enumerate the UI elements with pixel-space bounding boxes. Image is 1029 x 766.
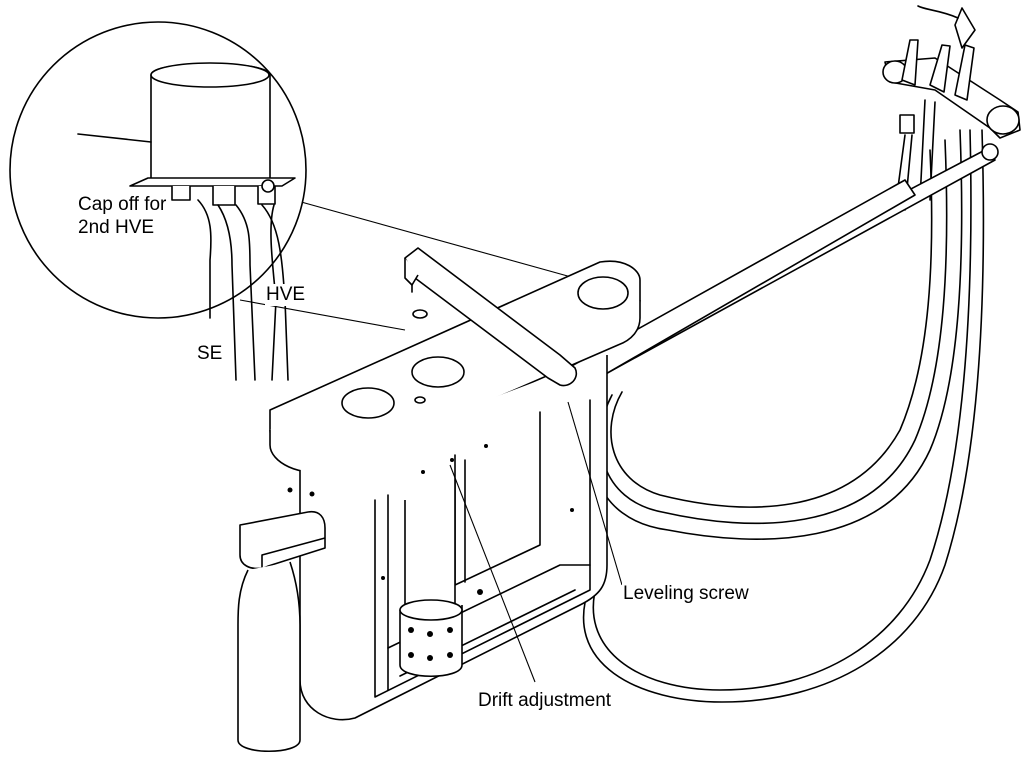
label-drift-adjustment: Drift adjustment [477,690,613,712]
water-bottle [237,510,326,753]
label-cap-off-2nd-hve: 2nd HVE [77,217,156,239]
label-leveling-screw: Leveling screw [622,583,750,605]
label-hve: HVE [265,284,307,306]
label-cap-off: Cap off for [77,194,168,216]
support-column [399,480,463,678]
hose-loops [582,129,985,703]
leader-lines [449,401,623,683]
faucet-arm [404,247,578,387]
label-se: SE [196,343,224,365]
